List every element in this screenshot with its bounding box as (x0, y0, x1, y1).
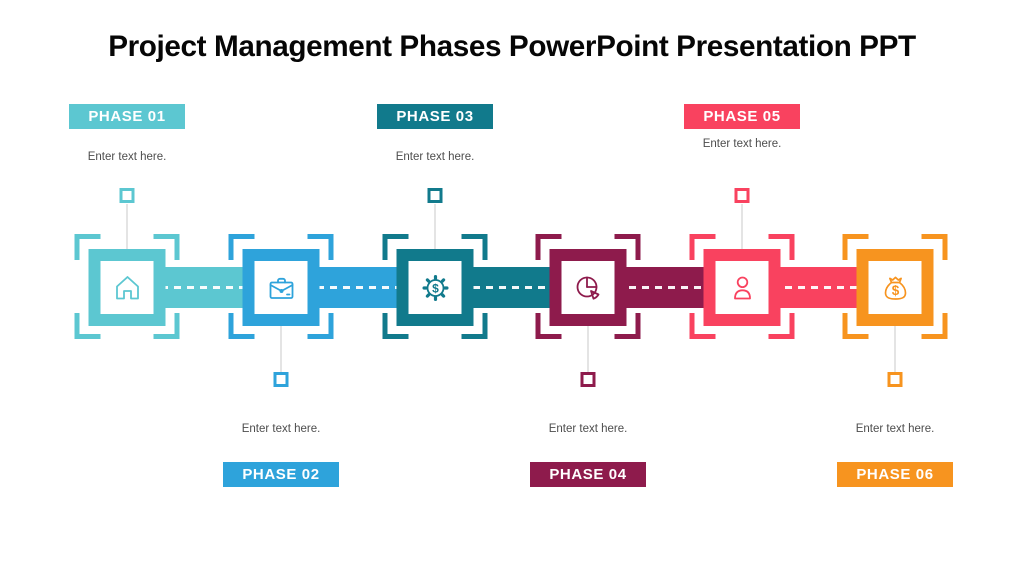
phase-5-icon-box[interactable] (703, 249, 781, 326)
phase-1: PHASE 01 Enter text here. (47, 0, 207, 576)
slide-title: Project Management Phases PowerPoint Pre… (108, 30, 916, 63)
phase-1-corner-brackets (74, 234, 180, 339)
pie-chart-icon (576, 276, 599, 300)
phase-2-icon-tile (254, 261, 308, 314)
phase-5-marker (734, 188, 750, 203)
phase-3: PHASE 03 Enter text here. $ (355, 0, 515, 576)
phase-3-icon-tile: $ (408, 261, 462, 314)
phase-5: PHASE 05 Enter text here. (662, 0, 822, 576)
phase-4-icon-tile (561, 261, 615, 314)
phase-2-icon-box[interactable] (242, 249, 320, 326)
phase-3-placeholder-text[interactable]: Enter text here. (395, 151, 475, 163)
timeline-dashed-line (135, 286, 887, 289)
phase-2-corner-brackets (228, 234, 334, 339)
phase-4-icon-box[interactable] (549, 249, 627, 326)
phase-5-connector-line (741, 204, 743, 249)
svg-text:$: $ (432, 281, 439, 295)
phase-6-icon-tile: $ (868, 261, 922, 314)
phase-6-marker (887, 372, 903, 387)
briefcase-icon (269, 277, 293, 299)
phase-6-corner-brackets (842, 234, 948, 339)
phase-6-icon-box[interactable]: $ (856, 249, 934, 326)
phase-1-marker (119, 188, 135, 203)
phase-5-icon-tile (715, 261, 769, 314)
phase-5-corner-brackets (689, 234, 795, 339)
phase-2-marker (273, 372, 289, 387)
phase-6-connector-line (894, 326, 896, 372)
svg-text:$: $ (891, 283, 899, 298)
phase-2-label-badge[interactable]: PHASE 02 (223, 462, 339, 487)
gear-dollar-icon: $ (422, 274, 448, 301)
phase-1-icon-box[interactable] (88, 249, 166, 326)
phase-3-marker (427, 188, 443, 203)
phase-1-label-badge[interactable]: PHASE 01 (69, 104, 185, 129)
phase-3-icon-box[interactable]: $ (396, 249, 474, 326)
phase-3-label-badge[interactable]: PHASE 03 (377, 104, 493, 129)
phase-2-connector-line (280, 326, 282, 372)
phase-3-connector-line (434, 204, 436, 249)
phase-4-label-badge[interactable]: PHASE 04 (530, 462, 646, 487)
phase-4-corner-brackets (535, 234, 641, 339)
phase-4: PHASE 04 Enter text here. (508, 0, 668, 576)
home-icon (115, 275, 139, 299)
phase-1-placeholder-text[interactable]: Enter text here. (87, 151, 167, 163)
phase-6-placeholder-text[interactable]: Enter text here. (855, 423, 935, 435)
phase-5-label-badge[interactable]: PHASE 05 (684, 104, 800, 129)
phase-2: PHASE 02 Enter text here. (201, 0, 361, 576)
phase-5-placeholder-text[interactable]: Enter text here. (702, 138, 782, 150)
person-icon (733, 276, 751, 299)
phase-1-icon-tile (100, 261, 154, 314)
phase-2-placeholder-text[interactable]: Enter text here. (241, 423, 321, 435)
money-bag-icon: $ (884, 276, 906, 300)
phase-6-label-badge[interactable]: PHASE 06 (837, 462, 953, 487)
phase-4-connector-line (587, 326, 589, 372)
phase-3-corner-brackets (382, 234, 488, 339)
phase-1-connector-line (126, 204, 128, 249)
phase-6: PHASE 06 Enter text here. $ (815, 0, 975, 576)
phase-4-placeholder-text[interactable]: Enter text here. (548, 423, 628, 435)
phase-4-marker (580, 372, 596, 387)
